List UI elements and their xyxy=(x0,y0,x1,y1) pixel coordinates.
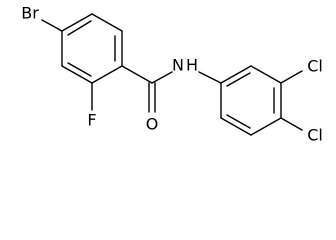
bond-c2-c3 xyxy=(61,65,93,84)
bond-r4-r5 xyxy=(250,117,282,136)
double-bond-c2-c3-inner xyxy=(67,62,92,77)
chemical-structure-diagram: Br F O N H Cl Cl xyxy=(21,4,323,145)
bond-c1-carbonyl xyxy=(121,65,153,84)
oxygen-label: O xyxy=(146,115,159,134)
nitrogen-label: N xyxy=(172,56,184,75)
double-bond-r5-r6-inner xyxy=(226,114,251,129)
bond-c4-c5 xyxy=(61,13,93,32)
chlorine-meta-label: Cl xyxy=(307,57,323,76)
left-benzene-ring xyxy=(61,13,123,84)
bond-r4-cl xyxy=(280,117,303,131)
bond-r3-cl xyxy=(280,70,303,84)
double-bond-r1-r2-inner xyxy=(226,72,251,87)
right-benzene-ring xyxy=(220,65,282,136)
bond-n-ring xyxy=(198,71,222,84)
bond-c4-br xyxy=(41,19,63,32)
chlorine-para-label: Cl xyxy=(307,126,323,145)
bond-c1-c2 xyxy=(91,65,123,84)
fluorine-label: F xyxy=(87,111,96,130)
bond-r5-r6 xyxy=(220,117,252,136)
bond-carbonyl-n xyxy=(151,71,173,84)
bromine-label: Br xyxy=(21,4,39,23)
bond-r2-r3 xyxy=(250,65,282,84)
bond-r1-r2 xyxy=(220,65,252,84)
hydrogen-label: H xyxy=(186,56,198,75)
bond-c5-c6 xyxy=(91,13,123,32)
double-bond-c4-c5-inner xyxy=(67,20,92,36)
